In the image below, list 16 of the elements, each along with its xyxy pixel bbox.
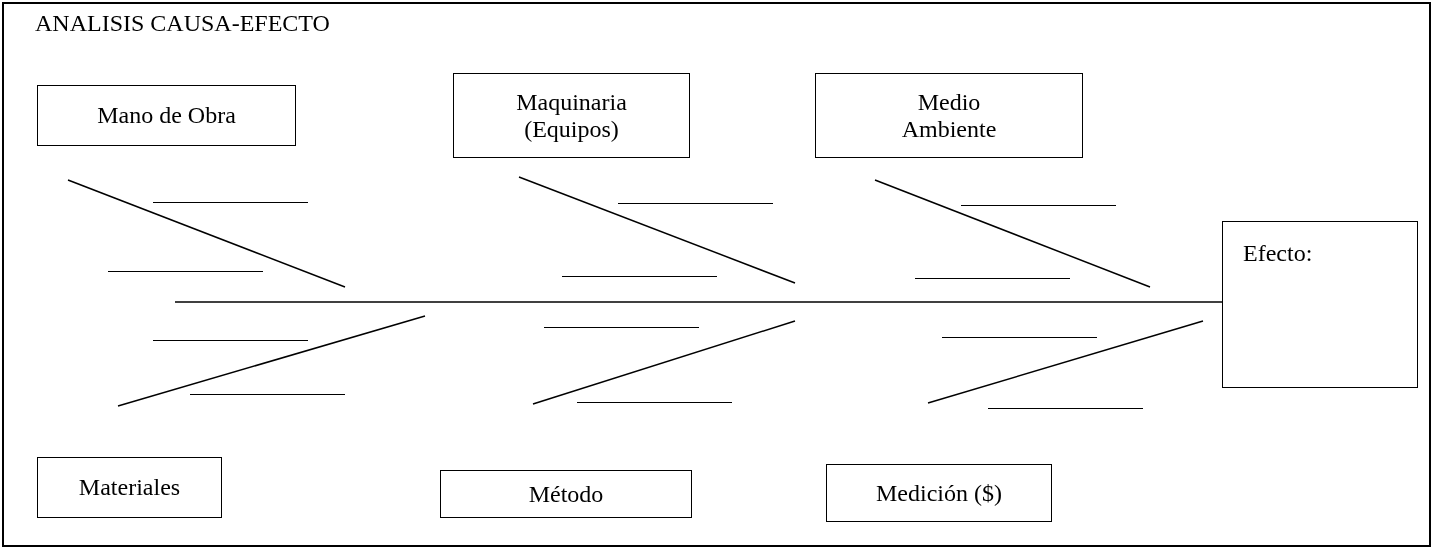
- category-label: Mano de Obra: [97, 102, 236, 129]
- cause-category-box: [453, 73, 690, 158]
- cause-category-box: [37, 457, 222, 518]
- category-label: Materiales: [78, 474, 181, 501]
- category-label: Método: [528, 480, 604, 508]
- spine-line: [174, 301, 1223, 303]
- effect-box: [1222, 221, 1418, 388]
- category-label: Maquinaria (Equipos): [515, 88, 628, 143]
- cause-category-box: [815, 73, 1083, 158]
- category-label: Medición ($): [876, 479, 1002, 507]
- cause-category-box: [37, 85, 296, 146]
- effect-label: Efecto:: [1243, 240, 1313, 267]
- cause-category-box: [440, 470, 692, 518]
- category-label: Medio Ambiente: [900, 88, 998, 143]
- diagram-title: ANALISIS CAUSA-EFECTO: [35, 10, 330, 37]
- cause-category-box: [826, 464, 1052, 522]
